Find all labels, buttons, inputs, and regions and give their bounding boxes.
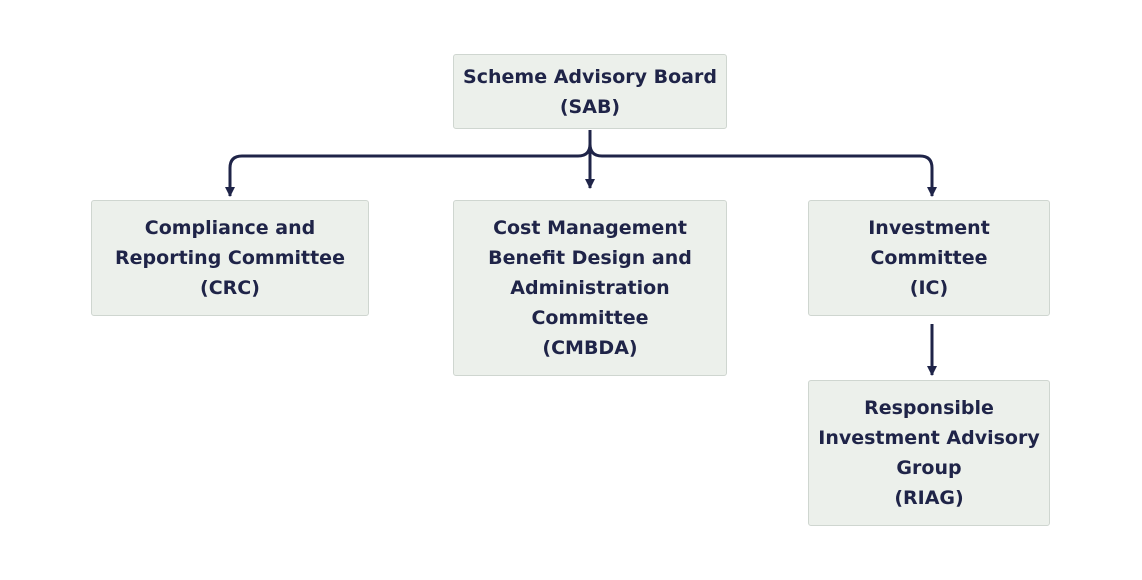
node-label-line: Scheme Advisory Board [463,65,717,88]
node-label-line: (RIAG) [894,487,964,509]
node-label-line: (SAB) [559,95,621,118]
node-label-line: (CRC) [200,277,260,299]
node-label-line: (IC) [909,277,949,299]
node-label-line: Investment [868,217,990,239]
node-label-line: Investment Advisory [818,427,1040,449]
node-label-line: Cost Management [493,217,687,239]
node-label-line: (CMBDA) [542,337,638,359]
node-label-line: Committee [531,307,649,329]
node-scheme-advisory-board: Scheme Advisory Board (SAB) [453,54,727,129]
node-responsible-investment-advisory-group: Responsible Investment Advisory Group (R… [808,380,1050,526]
node-label-line: Compliance and [144,217,316,239]
connector-sab-to-crc [225,130,592,197]
node-investment-committee: Investment Committee (IC) [808,200,1050,316]
node-label-line: Benefit Design and [488,247,692,269]
node-label-line: Committee [870,247,988,269]
node-label-line: Responsible [864,397,994,419]
node-compliance-reporting-committee: Compliance and Reporting Committee (CRC) [91,200,369,316]
node-label-line: Administration [510,277,670,299]
node-cost-management-committee: Cost Management Benefit Design and Admin… [453,200,727,376]
node-label-line: Reporting Committee [115,247,345,269]
node-label-line: Group [896,457,962,479]
connector-sab-to-ic [588,130,937,197]
